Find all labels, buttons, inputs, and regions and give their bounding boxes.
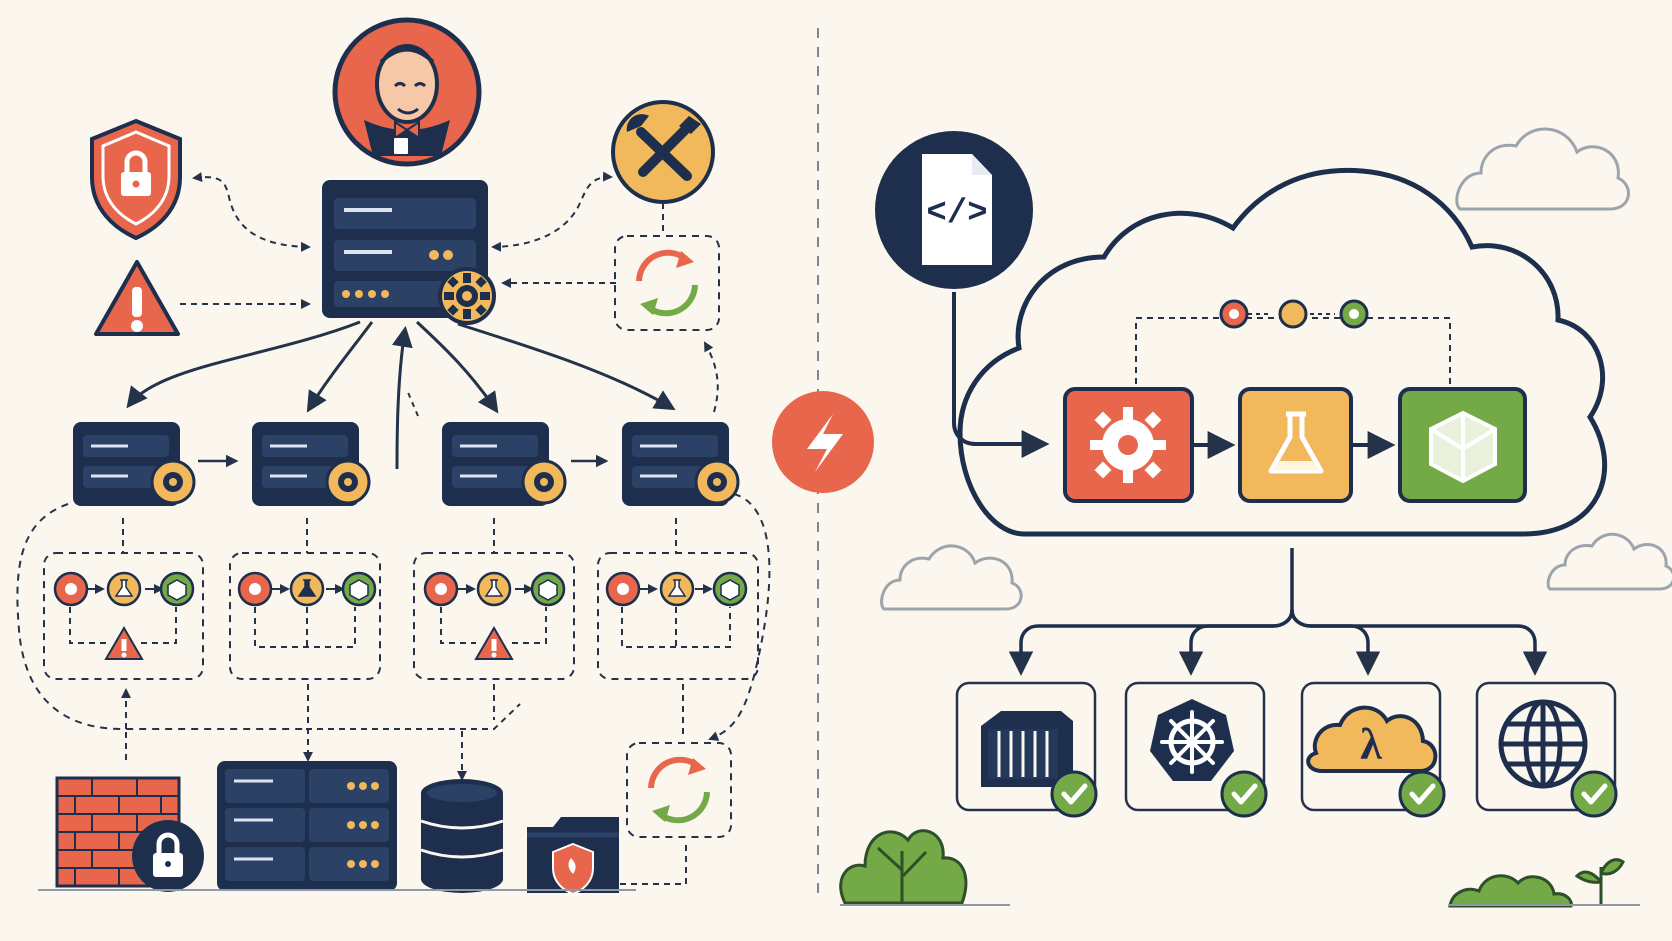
shield-lock-icon [552, 842, 594, 896]
deploy-target-container [955, 681, 1098, 818]
lambda-symbol-label: λ [1360, 720, 1382, 769]
bush-icon [1574, 858, 1625, 906]
warning-triangle-icon [94, 260, 180, 336]
cube-icon [341, 571, 377, 607]
warning-triangle-icon [474, 626, 514, 660]
kubernetes-helm-icon [1150, 699, 1234, 781]
cloud-platform-outline [957, 167, 1607, 537]
gear-icon [438, 267, 496, 325]
deploy-target-kubernetes [1124, 681, 1268, 818]
flask-icon [1268, 411, 1324, 474]
gear-icon [1090, 407, 1166, 483]
jenkins-butler-icon [332, 17, 482, 167]
code-to-build-arrow [952, 292, 1050, 458]
agent4-to-sync-link [704, 341, 719, 413]
deploy-target-lambda: λ [1300, 681, 1446, 818]
left-loop-path [16, 503, 306, 730]
check-badge-icon [1220, 770, 1268, 818]
shield-to-server-link [192, 172, 311, 252]
agent-server-1 [73, 422, 196, 506]
flask-icon [476, 571, 512, 607]
server-to-agent3-arrow [415, 320, 499, 414]
status-dot-red [1219, 299, 1249, 329]
agent-server-3 [442, 422, 567, 506]
agent-server-2 [252, 422, 371, 506]
check-badge-icon [1050, 770, 1098, 818]
deploy-to-kubernetes-arrow [1178, 609, 1294, 676]
package-stage [1398, 387, 1527, 503]
gear-icon [53, 571, 89, 607]
flask-icon [289, 571, 325, 607]
flask-icon [659, 571, 695, 607]
gear-icon [521, 459, 567, 505]
deploy-target-web [1475, 681, 1618, 818]
padlock-icon [132, 820, 204, 892]
test-stage [1238, 387, 1353, 503]
check-badge-icon [1398, 770, 1446, 818]
gear-icon [150, 459, 196, 505]
server-rack-icon [217, 761, 397, 891]
gear-icon [694, 459, 740, 505]
gear-icon [605, 571, 641, 607]
bush-icon [1448, 874, 1573, 908]
deploy-to-lambda-arrow [1290, 609, 1381, 676]
globe-icon [1498, 699, 1588, 789]
status-dot-yellow [1278, 299, 1308, 329]
cube-icon [530, 571, 566, 607]
agent-back-to-server-arrow [391, 325, 413, 470]
pipeline-box-1 [43, 518, 204, 680]
lightning-bolt-icon [772, 391, 874, 493]
deploy-to-web-arrow [1290, 609, 1548, 676]
gear-icon [325, 459, 371, 505]
right-cloud-deployment: </> [839, 127, 1672, 908]
pipeline-box-3 [413, 518, 575, 680]
cube-icon [159, 571, 195, 607]
cube-icon [1429, 410, 1497, 484]
cloud-icon [880, 544, 1023, 611]
gear-icon [237, 571, 273, 607]
server-to-agent1-arrow [126, 320, 361, 409]
cube-icon [712, 571, 748, 607]
cloud-icon [1455, 127, 1630, 211]
database-link [306, 684, 521, 730]
shipping-container-icon [981, 711, 1073, 787]
database-icon [420, 779, 504, 893]
server-to-agent2-arrow [306, 321, 374, 413]
return-dashed-link [406, 389, 419, 417]
pipeline-box-2 [229, 518, 381, 680]
shield-lock-icon [90, 118, 182, 241]
status-dot-green [1339, 299, 1369, 329]
warning-triangle-icon [104, 626, 144, 660]
left-jenkins-pipeline [16, 17, 771, 896]
gear-icon [423, 571, 459, 607]
wrench-screwdriver-icon [611, 100, 715, 204]
code-file-icon: </> [875, 131, 1033, 289]
cloud-icon [1546, 532, 1672, 591]
check-badge-icon [1570, 770, 1618, 818]
agent-server-4 [622, 422, 740, 506]
server-to-agent4-arrow [457, 322, 676, 411]
secure-folder-icon [527, 817, 619, 896]
folder-to-sync-link [620, 842, 687, 885]
right-loop-path [708, 493, 771, 741]
sync-arrows-icon [614, 235, 720, 331]
flask-icon [106, 571, 142, 607]
deploy-to-container-arrow [1008, 548, 1294, 676]
bush-icon [839, 829, 968, 905]
tools-to-server-link [491, 171, 613, 252]
pipeline-box-4 [597, 518, 759, 680]
lambda-cloud-icon: λ [1306, 705, 1438, 773]
sync-arrows-icon [626, 742, 732, 838]
build-stage [1063, 387, 1194, 503]
code-symbol-label: </> [926, 195, 987, 233]
main-jenkins-server [322, 180, 496, 325]
